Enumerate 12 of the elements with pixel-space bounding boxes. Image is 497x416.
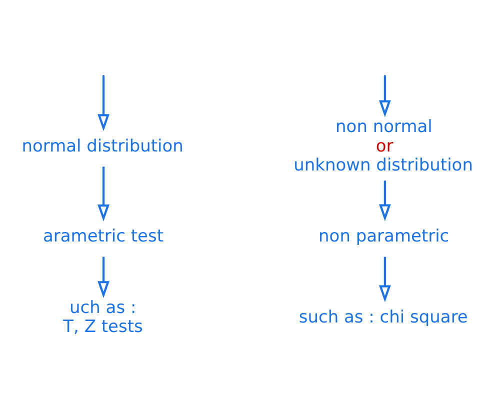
arrow: [97, 256, 109, 298]
node-text: such as : chi square: [298, 306, 468, 327]
node-text: uch as : T, Z tests: [62, 297, 142, 336]
node-text: non parametric: [318, 226, 449, 246]
node-text: non normal or unknown distribution: [293, 116, 472, 175]
arrow: [97, 166, 109, 221]
arrow: [378, 76, 390, 117]
node-text: arametric test: [42, 226, 163, 246]
arrow: [378, 180, 390, 221]
node-text: normal distribution: [21, 136, 183, 156]
arrow: [378, 256, 390, 302]
arrow: [97, 76, 109, 131]
